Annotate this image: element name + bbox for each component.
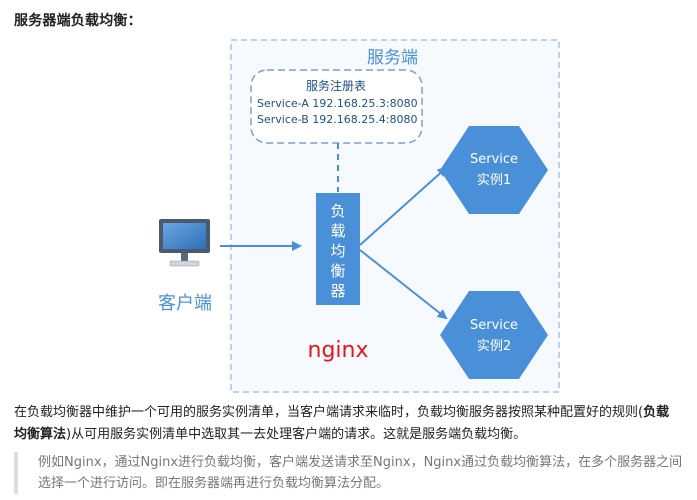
registry-entry-a: Service-A 192.168.25.3:8080: [257, 97, 418, 110]
balancer-char-5: 器: [330, 282, 345, 300]
client-label: 客户端: [158, 293, 212, 314]
server-label: 服务端: [367, 48, 418, 68]
service-2-line1: Service: [470, 318, 518, 333]
description-paragraph: 在负载均衡器中维护一个可用的服务实例清单，当客户端请求来临时，负载均衡服务器按照…: [14, 402, 682, 446]
service-registry-box: [250, 69, 423, 144]
example-blockquote: 例如Nginx，通过Nginx进行负载均衡，客户端发送请求至Nginx，Ngin…: [14, 452, 684, 494]
section-heading: 服务器端负载均衡：: [14, 13, 142, 29]
balancer-char-1: 负: [330, 202, 345, 220]
balancer-char-3: 均: [330, 242, 345, 260]
service-2-line2: 实例2: [477, 339, 511, 354]
description-text-1: 在负载均衡器中维护一个可用的服务实例清单，当客户端请求来临时，负载均衡服务器按照…: [14, 405, 644, 420]
nginx-label: nginx: [308, 338, 369, 363]
registry-title: 服务注册表: [306, 78, 366, 93]
description-text-2: )从可用服务实例清单中选取其一去处理客户端的请求。这就是服务端负载均衡。: [66, 427, 527, 442]
registry-entry-b: Service-B 192.168.25.4:8080: [257, 113, 417, 126]
computer-icon: [159, 219, 210, 267]
service-instance-2: [440, 291, 548, 379]
load-balancing-diagram: 服务端 服务注册表 Service-A 192.168.25.3:8080 Se…: [158, 39, 560, 393]
example-text: 例如Nginx，通过Nginx进行负载均衡，客户端发送请求至Nginx，Ngin…: [38, 455, 683, 491]
balancer-char-4: 衡: [330, 262, 345, 280]
service-instance-1: [440, 126, 548, 214]
description-bold-term: 负载均衡算法: [14, 405, 670, 442]
service-1-line1: Service: [470, 152, 518, 167]
service-1-line2: 实例1: [477, 173, 511, 188]
balancer-char-2: 载: [330, 222, 345, 240]
balancer-to-service2-arrow: [359, 249, 448, 320]
balancer-to-service1-arrow: [359, 166, 448, 246]
load-balancer-box: [316, 193, 360, 305]
